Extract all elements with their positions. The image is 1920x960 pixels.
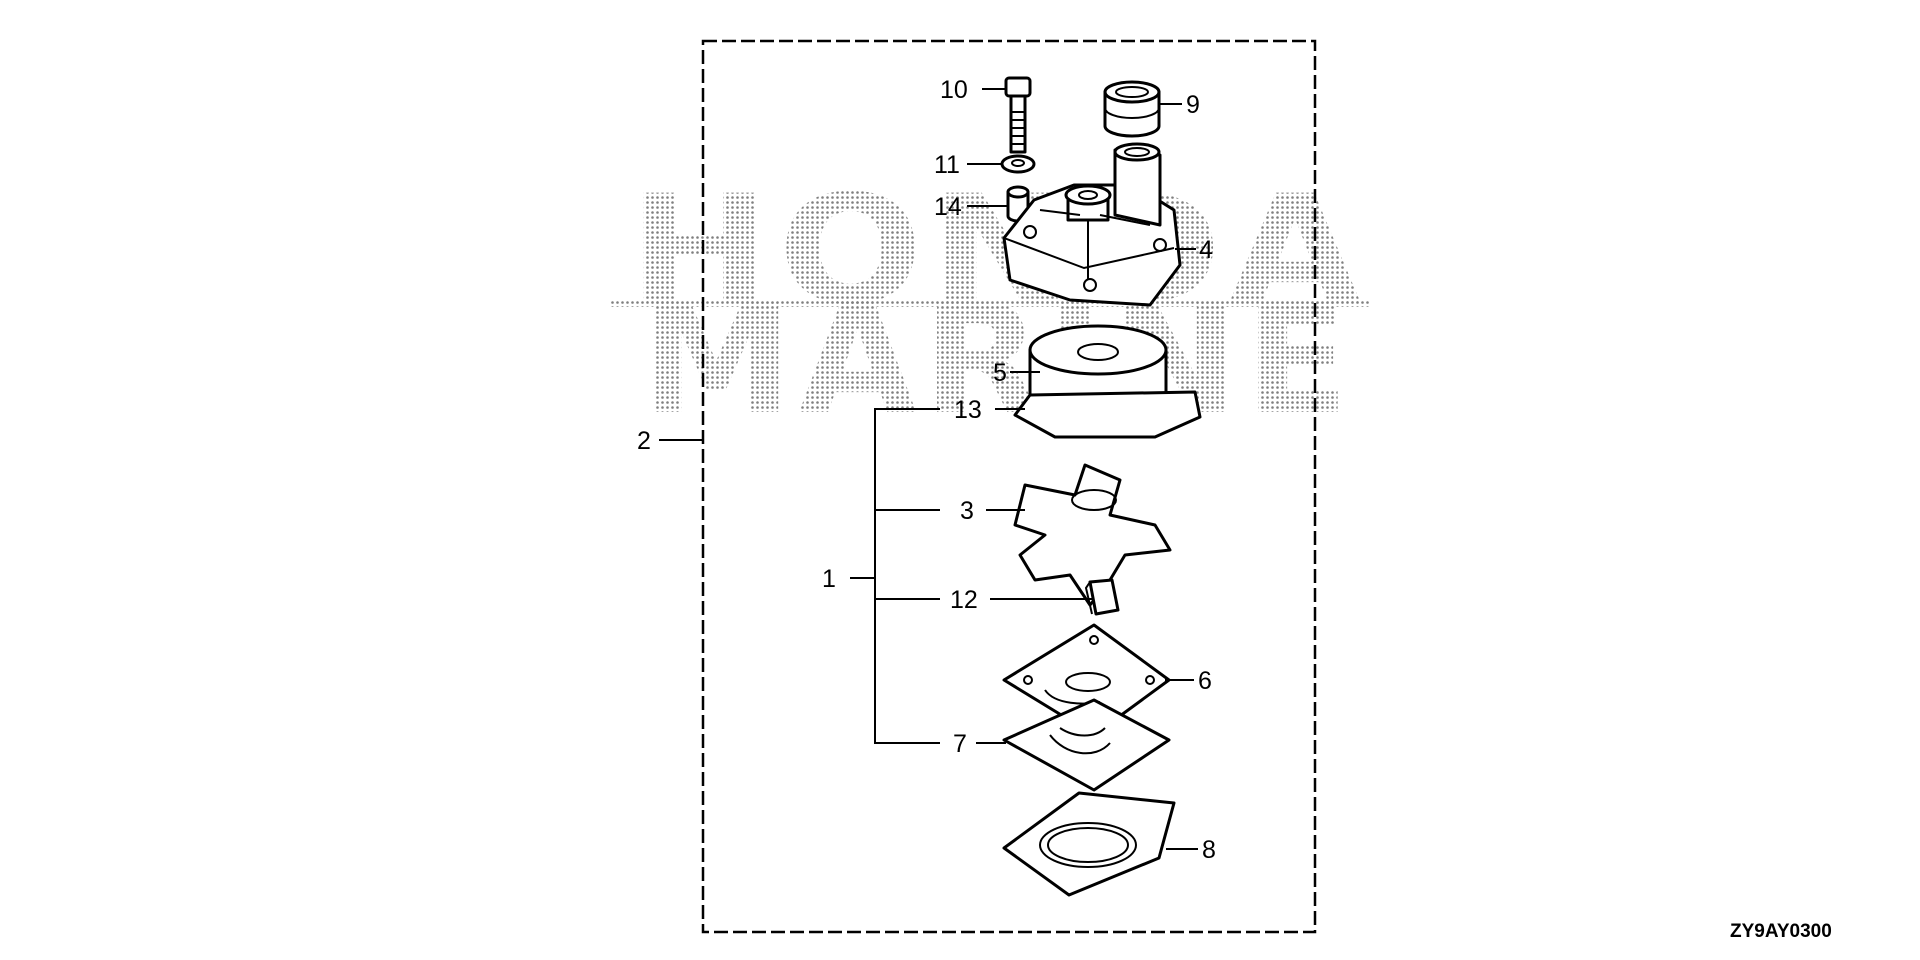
callout-2: 2 (637, 427, 651, 455)
impeller-part-3 (1013, 463, 1172, 607)
callout-3: 3 (960, 497, 974, 525)
callout-6: 6 (1198, 667, 1212, 695)
watermark-marine: MARINE (640, 274, 1355, 448)
callout-5: 5 (993, 359, 1007, 387)
watermark-honda: HONDA (628, 164, 1368, 338)
honda-marine-watermark: HONDA MARINE (610, 164, 1370, 448)
callout-4: 4 (1199, 236, 1213, 264)
gasket-part-8 (1002, 791, 1176, 897)
diagram-code: ZY9AY0300 (1730, 921, 1832, 942)
gasket-part-13 (1013, 390, 1202, 439)
grommet-part-9 (1103, 80, 1161, 138)
kit-boundary (701, 39, 1317, 934)
callout-8: 8 (1202, 836, 1216, 864)
callout-12: 12 (950, 586, 978, 614)
callout-10: 10 (940, 76, 968, 104)
callout-14: 14 (934, 193, 962, 221)
leader-lines (659, 88, 1198, 850)
callout-7: 7 (953, 730, 967, 758)
gasket-part-7 (1002, 698, 1171, 792)
callout-9: 9 (1186, 91, 1200, 119)
washer-part-11 (1000, 154, 1036, 174)
pump-housing-part-4 (1002, 142, 1182, 307)
callout-1: 1 (822, 565, 836, 593)
bolt-part-10 (1004, 76, 1032, 154)
callouts: 2 10 9 11 14 4 5 13 3 1 12 6 7 8 (637, 76, 1216, 864)
callout-11: 11 (934, 151, 960, 179)
key-part-12 (1084, 578, 1120, 616)
callout-13: 13 (954, 396, 982, 424)
